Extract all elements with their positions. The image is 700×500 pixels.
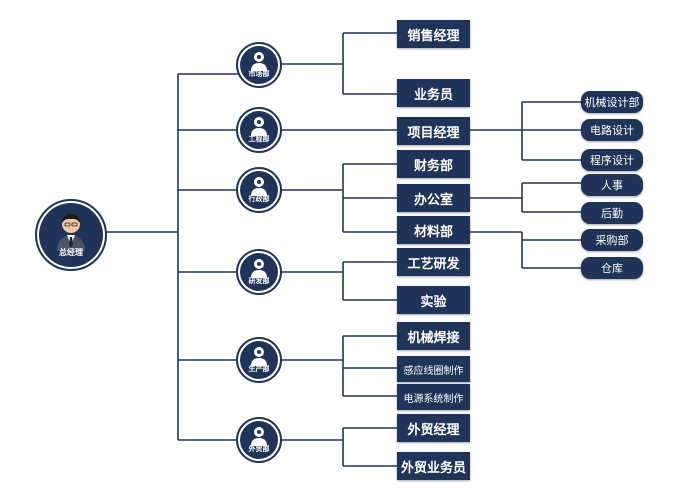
position-box-project-manager[interactable]: 项目经理 bbox=[397, 117, 470, 145]
person-icon bbox=[251, 259, 267, 278]
manager-portrait-icon bbox=[57, 214, 85, 251]
position-box-process-rd[interactable]: 工艺研发 bbox=[397, 248, 470, 276]
position-box-finance[interactable]: 财务部 bbox=[397, 150, 470, 178]
dept-label: 市场部 bbox=[248, 70, 270, 78]
subunit-pill-circuit-design[interactable]: 电路设计 bbox=[581, 119, 643, 141]
person-icon bbox=[251, 52, 267, 71]
dept-label: 生产部 bbox=[248, 365, 270, 373]
subunit-pill-hr[interactable]: 人事 bbox=[581, 174, 643, 196]
position-box-power-system[interactable]: 电源系统制作 bbox=[397, 384, 470, 410]
person-icon bbox=[251, 347, 267, 366]
dept-label: 外贸部 bbox=[248, 445, 270, 453]
person-icon bbox=[251, 117, 267, 136]
position-box-trade-salesman[interactable]: 外贸业务员 bbox=[397, 452, 470, 480]
root-node-general-manager[interactable]: 总经理 bbox=[35, 199, 107, 271]
person-icon bbox=[251, 427, 267, 446]
position-box-sales-manager[interactable]: 销售经理 bbox=[397, 20, 470, 48]
dept-label: 工程部 bbox=[248, 135, 270, 143]
position-box-induction-coil[interactable]: 感应线圈制作 bbox=[397, 356, 470, 382]
position-box-materials[interactable]: 材料部 bbox=[397, 216, 470, 244]
position-box-trade-manager[interactable]: 外贸经理 bbox=[397, 414, 470, 442]
subunit-pill-warehouse[interactable]: 仓库 bbox=[581, 257, 643, 279]
dept-label: 研发部 bbox=[248, 277, 270, 285]
subunit-pill-program-design[interactable]: 程序设计 bbox=[581, 149, 643, 171]
dept-label: 行政部 bbox=[248, 195, 270, 203]
subunit-pill-purchasing[interactable]: 采购部 bbox=[581, 229, 643, 251]
subunit-pill-mech-design[interactable]: 机械设计部 bbox=[581, 91, 643, 113]
dept-node-engineering[interactable]: 工程部 bbox=[236, 107, 282, 153]
person-icon bbox=[251, 177, 267, 196]
position-box-experiment[interactable]: 实验 bbox=[397, 286, 470, 314]
dept-node-production[interactable]: 生产部 bbox=[236, 337, 282, 383]
subunit-pill-logistics[interactable]: 后勤 bbox=[581, 202, 643, 224]
position-box-office[interactable]: 办公室 bbox=[397, 184, 470, 212]
dept-node-rd[interactable]: 研发部 bbox=[236, 249, 282, 295]
root-label: 总经理 bbox=[59, 248, 83, 257]
position-box-mech-welding[interactable]: 机械焊接 bbox=[397, 322, 470, 350]
dept-node-admin[interactable]: 行政部 bbox=[236, 167, 282, 213]
position-box-salesman[interactable]: 业务员 bbox=[397, 79, 470, 107]
dept-node-foreign-trade[interactable]: 外贸部 bbox=[236, 417, 282, 463]
dept-node-market[interactable]: 市场部 bbox=[236, 42, 282, 88]
